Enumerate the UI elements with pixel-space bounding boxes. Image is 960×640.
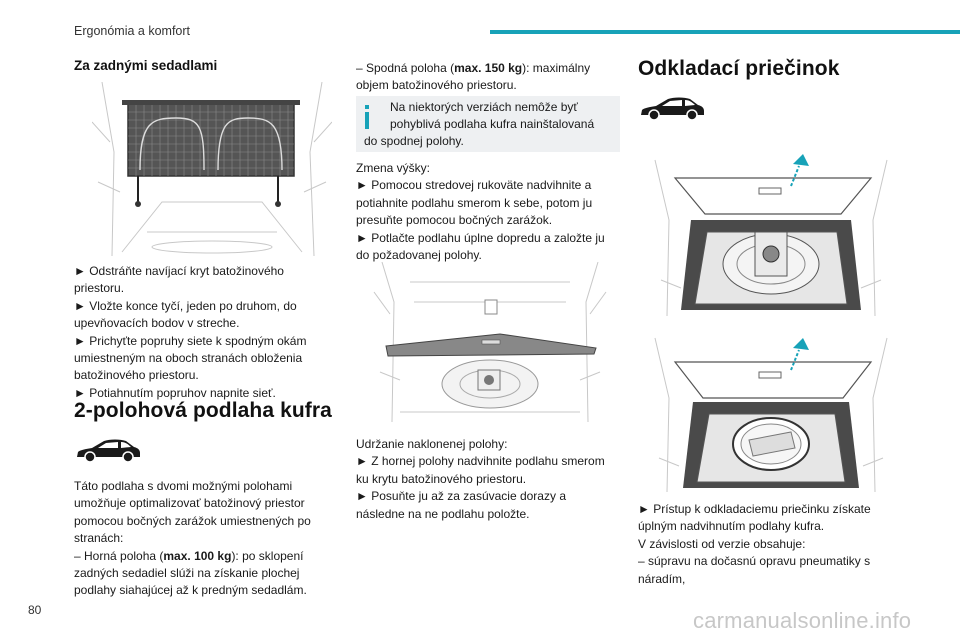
section-title-storage-compartment: Odkladací priečinok — [638, 57, 840, 80]
text-line: – súpravu na dočasnú opravu pneumatiky s — [638, 554, 871, 569]
lower-position-line: – Spodná poloha (max. 150 kg): maximálny — [356, 60, 620, 77]
info-text-last-line: do spodnej polohy. — [364, 133, 464, 150]
section-title-2-position-floor: 2-polohová podlaha kufra — [74, 399, 332, 422]
lower-position-text: – Spodná poloha (max. 150 kg): maximálny… — [356, 60, 620, 95]
text-line: ► Prístup k odkladaciemu priečinku získa… — [638, 502, 871, 516]
text-line: ► Z hornej polohy nadvihnite podlahu sme… — [356, 454, 605, 469]
text-line: podlahy siahajúcej až k predným sedadlám… — [74, 583, 307, 598]
text-line: ► Prichyťte popruhy siete k spodným okám — [74, 333, 307, 348]
page-number: 80 — [28, 603, 42, 617]
illustration-tilted-floor — [370, 262, 610, 422]
watermark: carmanualsonline.info — [693, 608, 912, 633]
text-line: ku krytu batožinového priestoru. — [356, 471, 527, 486]
text-line: umiestneným na oboch stranách obloženia — [74, 351, 303, 366]
upper-position-line: – Horná poloha (max. 100 kg): po sklopen… — [74, 548, 324, 565]
text-line: ► Vložte konce tyčí, jeden po druhom, do — [74, 298, 297, 313]
text-line: do spodnej polohy. — [364, 134, 464, 148]
text-line: batožinového priestoru. — [74, 368, 199, 383]
info-icon — [365, 105, 369, 129]
running-header: Ergonómia a komfort — [74, 24, 191, 38]
text-line: ► Potlačte podlahu úplne dopredu a založ… — [356, 230, 605, 245]
steps-cargo-net: ► Odstráňte navíjací kryt batožinového p… — [74, 263, 324, 402]
text-line: do požadovanej polohy. — [356, 248, 482, 263]
text-line: V závislosti od verzie obsahuje: — [638, 536, 806, 551]
text-run: ): maximálny — [522, 61, 591, 75]
text-line: náradím, — [638, 571, 686, 586]
text-line: Táto podlaha s dvomi možnými polohami — [74, 479, 293, 493]
storage-access-text: ► Prístup k odkladaciemu priečinku získa… — [638, 501, 900, 588]
car-silhouette-icon — [638, 95, 706, 123]
car-silhouette-icon — [74, 437, 142, 465]
text-line: pohyblivá podlaha kufra nainštalovaná — [390, 117, 595, 132]
illustration-cargo-net — [92, 82, 332, 256]
info-text-first-lines: Na niektorých verziách nemôže byť pohybl… — [390, 99, 594, 134]
max-load-upper: max. 100 kg — [163, 548, 232, 563]
illustration-storage-spare-wheel — [651, 140, 891, 316]
text-line: potiahnite podlahu smerom k sebe, potom … — [356, 195, 593, 210]
max-load-lower: max. 150 kg — [454, 61, 523, 75]
text-line: pomocou bočných zarážok umiestnených po — [74, 513, 311, 528]
header-accent-bar — [490, 30, 960, 34]
text-line: ► Odstráňte navíjací kryt batožinového — [74, 264, 284, 278]
text-line: ► Pomocou stredovej rukoväte nadvihnite … — [356, 178, 592, 193]
text-line: ► Posuňte ju až za zasúvacie dorazy a — [356, 489, 566, 504]
text-line: stranách: — [74, 531, 124, 546]
intro-floor: Táto podlaha s dvomi možnými polohami um… — [74, 478, 324, 600]
text-line: upevňovacích bodov v streche. — [74, 316, 240, 331]
text-run: – Spodná poloha ( — [356, 61, 455, 75]
text-line: presuňte pomocou bočných zarážok. — [356, 213, 553, 228]
tilted-position-text: Udržanie naklonenej polohy: ► Z hornej p… — [356, 436, 620, 523]
text-line: úplným nadvihnutím podlahy kufra. — [638, 519, 825, 534]
text-line: Zmena výšky: — [356, 161, 431, 175]
illustration-storage-box — [651, 328, 891, 492]
text-line: následne na ne podlahu položte. — [356, 506, 530, 521]
text-run: ): po sklopení — [231, 548, 304, 563]
text-line: zadných sedadiel slúži na získanie ploch… — [74, 566, 300, 581]
text-run: – Horná poloha ( — [74, 548, 164, 563]
text-line: umožňuje optimalizovať batožinový priest… — [74, 496, 305, 511]
text-line: priestoru. — [74, 281, 125, 296]
text-line: Na niektorých verziách nemôže byť — [390, 100, 578, 114]
text-line: Udržanie naklonenej polohy: — [356, 437, 508, 451]
height-change-text: Zmena výšky: ► Pomocou stredovej rukovät… — [356, 160, 620, 264]
text-line: ► Potiahnutím popruhov napnite sieť. — [74, 385, 276, 400]
subsection-heading-behind-rear-seats: Za zadnými sedadlami — [74, 58, 218, 73]
text-line: objem batožinového priestoru. — [356, 78, 517, 93]
info-note-box: Na niektorých verziách nemôže byť pohybl… — [356, 96, 620, 152]
